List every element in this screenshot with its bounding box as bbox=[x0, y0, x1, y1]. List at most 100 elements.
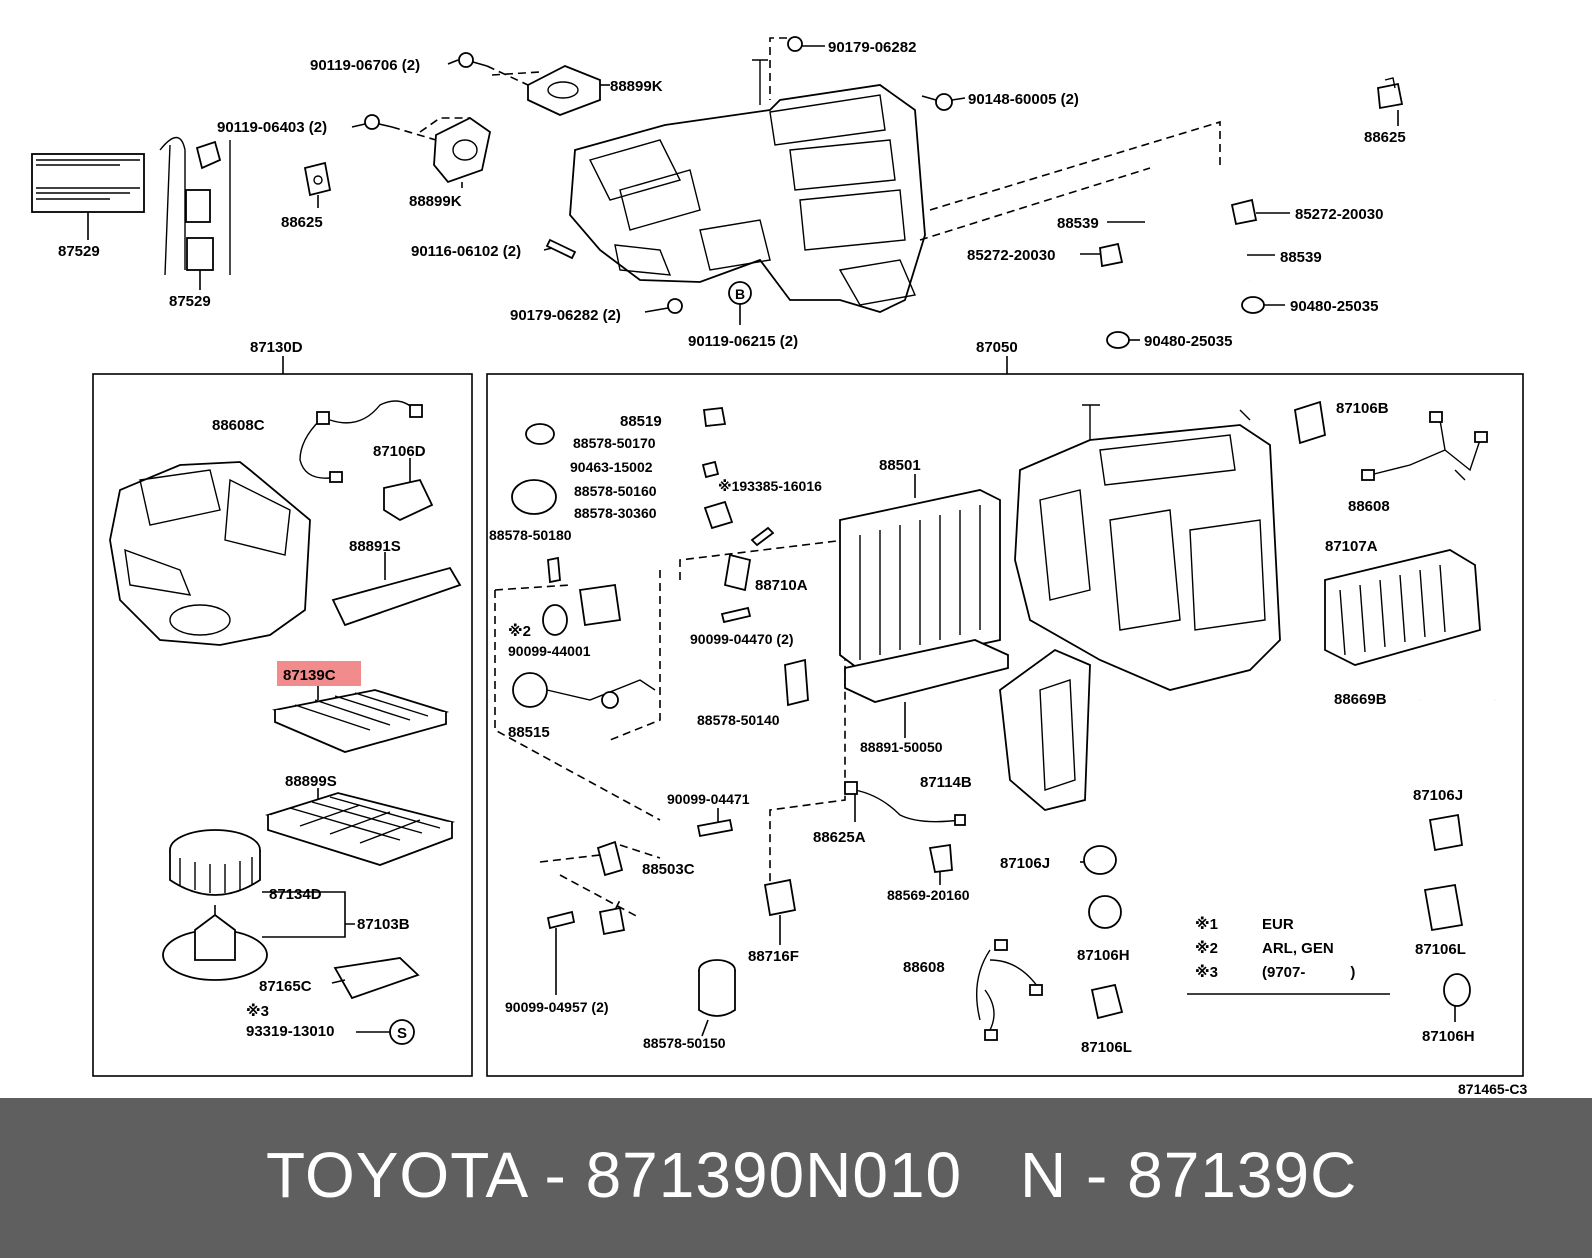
duct-88891-50050 bbox=[844, 639, 1009, 738]
bolt-90099-04471 bbox=[696, 808, 734, 838]
label-87106H-right: 87106H bbox=[1422, 1028, 1475, 1045]
label-88578-50140: 88578-50140 bbox=[697, 712, 780, 728]
legend-mark-2: ※2 bbox=[1195, 939, 1218, 957]
clamp-85272-20030-right bbox=[1230, 198, 1258, 226]
clamp-85272-20030-left bbox=[1099, 242, 1124, 268]
label-88608-right: 88608 bbox=[1348, 498, 1390, 515]
legend-text-1: EUR bbox=[1262, 916, 1294, 933]
label-87529-b: 87529 bbox=[169, 293, 211, 310]
label-88578-50160: 88578-50160 bbox=[574, 483, 657, 499]
label-87130D: 87130D bbox=[250, 339, 303, 356]
hvac-unit-top bbox=[569, 59, 926, 313]
label-mark3-left: ※3 bbox=[246, 1002, 269, 1020]
label-88503C: 88503C bbox=[642, 861, 695, 878]
wire-harness-88608-center bbox=[975, 939, 1043, 1041]
labels-right-frame: 88519 88578-50170 90463-15002 ※193385-16… bbox=[489, 400, 1527, 1097]
label-87106H-center: 87106H bbox=[1077, 947, 1130, 964]
label-88515: 88515 bbox=[508, 724, 550, 741]
valve-88503C bbox=[596, 840, 624, 877]
labels-top: 90119-06706 (2) 88899K 90179-06282 90148… bbox=[58, 39, 1406, 356]
parts-diagram: B bbox=[31, 36, 1527, 1097]
label-88569-20160: 88569-20160 bbox=[887, 887, 970, 903]
label-90099-04957: 90099-04957 (2) bbox=[505, 999, 609, 1015]
expansion-valve-88515 bbox=[512, 672, 656, 709]
bolt-90119-06403 bbox=[364, 114, 393, 130]
highlight-87139C bbox=[277, 661, 361, 686]
connector-88625-left bbox=[303, 161, 332, 197]
clip-88569-20160 bbox=[928, 843, 953, 885]
bolt-90099-04470 bbox=[720, 606, 752, 624]
label-88501: 88501 bbox=[879, 457, 921, 474]
label-87050: 87050 bbox=[976, 339, 1018, 356]
frame-87050 bbox=[486, 373, 1524, 1077]
label-90099-44001: 90099-44001 bbox=[508, 643, 591, 659]
label-90099-04470: 90099-04470 (2) bbox=[690, 631, 794, 647]
label-90179-06282: 90179-06282 (2) bbox=[510, 307, 621, 324]
label-87134D: 87134D bbox=[269, 886, 322, 903]
label-mark2: ※2 bbox=[508, 622, 531, 640]
label-90099-04471: 90099-04471 bbox=[667, 791, 750, 807]
screw-90148-60005 bbox=[921, 93, 953, 111]
servo-87106H-right bbox=[1443, 973, 1471, 1022]
label-88891S: 88891S bbox=[349, 538, 401, 555]
seal-88899K-top bbox=[527, 65, 601, 116]
blower-motor-87103B bbox=[162, 905, 268, 981]
label-88899K-left: 88899K bbox=[409, 193, 462, 210]
duct-87114B bbox=[999, 648, 1091, 811]
servo-87106L-center bbox=[1090, 983, 1124, 1020]
blower-case-87130D bbox=[109, 461, 311, 646]
grommet-90480-25035-right bbox=[1241, 296, 1265, 314]
servo-87106B bbox=[1293, 400, 1327, 445]
seal-88899K-left bbox=[433, 116, 492, 184]
servo-87106D bbox=[383, 458, 434, 522]
label-88710A: 88710A bbox=[755, 577, 808, 594]
legend-mark-3: ※3 bbox=[1195, 963, 1218, 981]
grommet-90480-25035-bottom bbox=[1106, 331, 1130, 349]
label-88578-50170: 88578-50170 bbox=[573, 435, 656, 451]
heater-case-87050 bbox=[1014, 404, 1281, 691]
label-90179-06282-top: 90179-06282 bbox=[828, 39, 916, 56]
label-90480-25035-a: 90480-25035 bbox=[1290, 298, 1378, 315]
nut-90179-06282 bbox=[667, 298, 683, 314]
resistor-87165C bbox=[331, 957, 420, 1000]
label-193385-16016: ※193385-16016 bbox=[718, 478, 822, 494]
tube-fittings-88519 bbox=[511, 407, 775, 584]
label-90116-06102: 90116-06102 (2) bbox=[411, 243, 521, 260]
connector-88625-top-right bbox=[1377, 77, 1404, 110]
label-88625-top-right: 88625 bbox=[1364, 129, 1406, 146]
label-88578-50180: 88578-50180 bbox=[489, 527, 572, 543]
label-88891-50050: 88891-50050 bbox=[860, 739, 943, 755]
liquid-tubes-88710A bbox=[578, 547, 752, 627]
receiver-88578-50150 bbox=[698, 959, 736, 1037]
label-88716F: 88716F bbox=[748, 948, 799, 965]
label-85272-20030-a: 85272-20030 bbox=[1295, 206, 1383, 223]
footer-ref-number: N - 87139C bbox=[1020, 1139, 1358, 1211]
label-87103B: 87103B bbox=[357, 916, 410, 933]
label-87529-a: 87529 bbox=[58, 243, 100, 260]
b-marker-text: B bbox=[735, 286, 745, 302]
label-88899S: 88899S bbox=[285, 773, 337, 790]
label-87139C: 87139C bbox=[283, 667, 336, 684]
top-leader-lines bbox=[317, 45, 1399, 341]
label-87107A: 87107A bbox=[1325, 538, 1378, 555]
bolt-90119-06706 bbox=[458, 52, 488, 68]
label-88539-b: 88539 bbox=[1280, 249, 1322, 266]
drain-hose-88539-right bbox=[1207, 169, 1253, 281]
legend-text-2: ARL, GEN bbox=[1262, 940, 1334, 957]
nut-90179-06282-top bbox=[787, 36, 803, 52]
bolt-90099-04957 bbox=[546, 906, 626, 995]
footer-banner: TOYOTA - 871390N010 N - 87139C bbox=[0, 1098, 1592, 1258]
screw-90116-06102 bbox=[545, 238, 577, 260]
labels-left-frame: 88608C 87106D 88891S 87139C 88899S 87134… bbox=[212, 417, 426, 1040]
label-87106L-center: 87106L bbox=[1081, 1039, 1132, 1056]
label-87165C: 87165C bbox=[259, 978, 312, 995]
heater-core-87107A bbox=[1324, 549, 1481, 666]
circle-s-marker: S bbox=[356, 1019, 415, 1045]
label-87106J-center: 87106J bbox=[1000, 855, 1050, 872]
sensor-88625A bbox=[844, 781, 966, 826]
filter-frame-88899S bbox=[264, 788, 455, 866]
footer-part-number: TOYOTA - 871390N010 bbox=[266, 1139, 963, 1211]
label-87106J-right: 87106J bbox=[1413, 787, 1463, 804]
circle-b-marker: B bbox=[728, 281, 752, 325]
seal-90099-44001 bbox=[542, 604, 568, 636]
